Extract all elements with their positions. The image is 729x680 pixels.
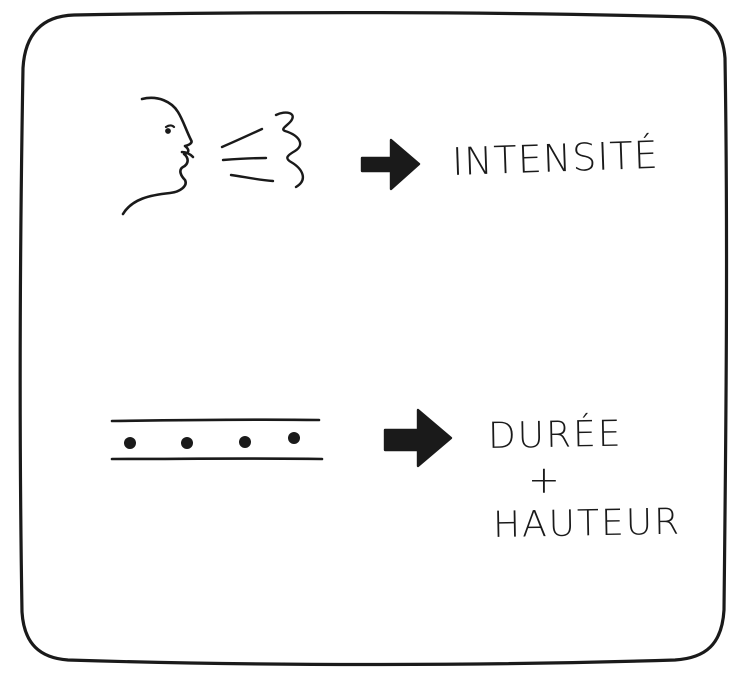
staff-dot [124, 437, 136, 449]
breath-wind-icon [220, 111, 305, 189]
intensity-label: INTENSITÉ [451, 132, 660, 184]
staff-dot [239, 436, 251, 448]
pitch-label: HAUTEUR [492, 501, 682, 546]
right-arrow-icon [383, 408, 453, 468]
dotted-staff-icon [110, 418, 324, 461]
right-arrow-icon [360, 138, 421, 191]
staff-dot [288, 432, 300, 444]
staff-dot [181, 437, 193, 449]
face-blowing-icon [121, 96, 195, 216]
frame-border [18, 11, 729, 667]
duration-label: DURÉE [487, 413, 623, 457]
plus-sign: + [528, 458, 562, 502]
